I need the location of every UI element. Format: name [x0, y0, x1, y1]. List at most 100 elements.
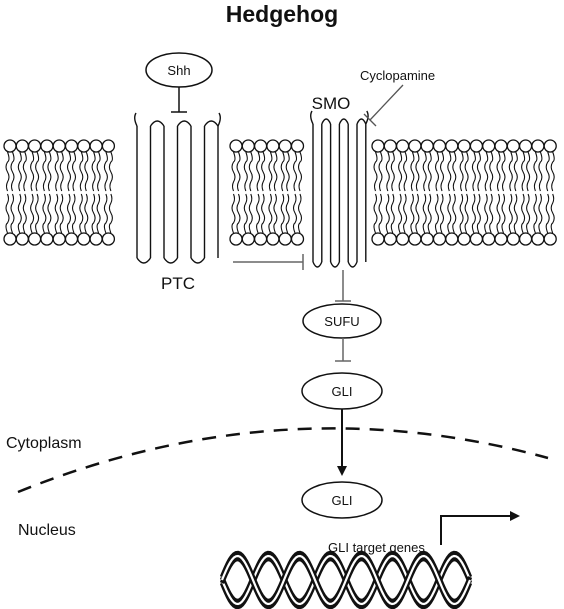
lipid-tail [91, 151, 96, 192]
lipid-tail [22, 151, 27, 192]
cyclopamine-label: Cyclopamine [360, 68, 435, 83]
lipid-tail [378, 193, 383, 234]
lipid-head [64, 139, 79, 153]
shh-label: Shh [167, 63, 190, 78]
ptc-terminus [217, 112, 221, 127]
smo-label: SMO [312, 94, 351, 113]
lipid-head [77, 232, 91, 246]
lipid-tail [79, 193, 84, 234]
smo-loop [312, 261, 323, 268]
lipid-tail [236, 193, 241, 234]
lipid-head [408, 232, 422, 246]
lipid-tail [103, 193, 108, 234]
lipid-tail [447, 193, 452, 234]
lipid-head [482, 232, 496, 246]
lipid-tail [538, 151, 543, 192]
lipid-tail [108, 151, 113, 192]
ptc-loop [163, 257, 179, 264]
lipid-tail [434, 151, 440, 192]
lipid-tail [47, 151, 52, 192]
lipid-head [371, 139, 385, 153]
lipid-head [229, 232, 243, 246]
lipid-head [52, 139, 66, 153]
lipid-tail [248, 193, 253, 234]
lipid-head [543, 232, 557, 246]
lipid-tail [550, 151, 555, 192]
lipid-tail [42, 193, 47, 234]
lipid-tail [398, 151, 403, 192]
cyclopamine-inhibit-line [369, 84, 404, 121]
lipid-tail [471, 151, 476, 192]
lipid-tail [108, 193, 113, 234]
lipid-tail [390, 193, 395, 234]
lipid-head [383, 139, 397, 153]
lipid-head [445, 139, 459, 153]
lipid-head [494, 139, 508, 153]
lipid-head [27, 232, 42, 246]
lipid-tail [513, 193, 518, 234]
smo-loop [356, 118, 367, 125]
lipid-tail [261, 151, 266, 192]
lipid-tail [285, 151, 290, 192]
lipid-tail [526, 151, 531, 192]
lipid-tail [521, 193, 526, 234]
lipid-tail [5, 151, 10, 192]
lipid-tail [545, 193, 550, 234]
lipid-tail [66, 193, 72, 234]
lipid-tail [91, 193, 96, 234]
lipid-bilayer-membrane [3, 139, 557, 246]
lipid-head [432, 232, 447, 246]
lipid-tail [273, 193, 278, 234]
nuclear-envelope-dashed [17, 427, 549, 494]
lipid-tail [508, 193, 513, 234]
lipid-head [101, 139, 116, 153]
lipid-head [383, 232, 397, 246]
cyclopamine-inhibit-bar [363, 113, 377, 127]
lipid-head [278, 139, 292, 153]
lipid-head [64, 232, 79, 246]
lipid-tail [513, 151, 518, 192]
lipid-tail [422, 151, 427, 192]
target-genes-label: GLI target genes [328, 540, 425, 555]
gli-nucleus-label: GLI [332, 493, 353, 508]
cytoplasm-label: Cytoplasm [6, 435, 82, 452]
ptc-loop [149, 120, 165, 127]
lipid-tail [521, 151, 526, 192]
lipid-head [506, 139, 520, 153]
lipid-tail [439, 151, 445, 192]
dna-double-helix [219, 550, 473, 609]
lipid-tail [35, 193, 40, 234]
ptc-loop [176, 120, 192, 127]
lipid-tail [35, 151, 40, 192]
lipid-head [241, 139, 255, 153]
lipid-tail [54, 193, 59, 234]
lipid-tail [261, 193, 266, 234]
lipid-tail [22, 193, 27, 234]
lipid-tail [373, 193, 378, 234]
diagram-title: Hedgehog [226, 1, 338, 27]
smo-loop [321, 118, 332, 125]
transcription-start-arrow [440, 511, 520, 545]
lipid-tail [268, 151, 273, 192]
lipid-tail [427, 193, 432, 234]
lipid-head [89, 139, 103, 153]
lipid-head [445, 232, 459, 246]
dna-strand-highlight [220, 554, 472, 606]
lipid-tail [297, 193, 303, 234]
lipid-tail [464, 151, 469, 192]
lipid-head [518, 139, 533, 153]
lipid-tail [71, 193, 77, 234]
lipid-head [420, 232, 434, 246]
lipid-tail [54, 151, 59, 192]
lipid-tail [447, 151, 452, 192]
lipid-tail [71, 151, 77, 192]
lipid-tail [59, 151, 64, 192]
lipid-head [518, 232, 533, 246]
lipid-tail [415, 151, 420, 192]
lipid-tail [434, 193, 440, 234]
lipid-tail [410, 193, 415, 234]
lipid-head [469, 232, 484, 246]
lipid-head [40, 232, 54, 246]
lipid-head [266, 232, 280, 246]
